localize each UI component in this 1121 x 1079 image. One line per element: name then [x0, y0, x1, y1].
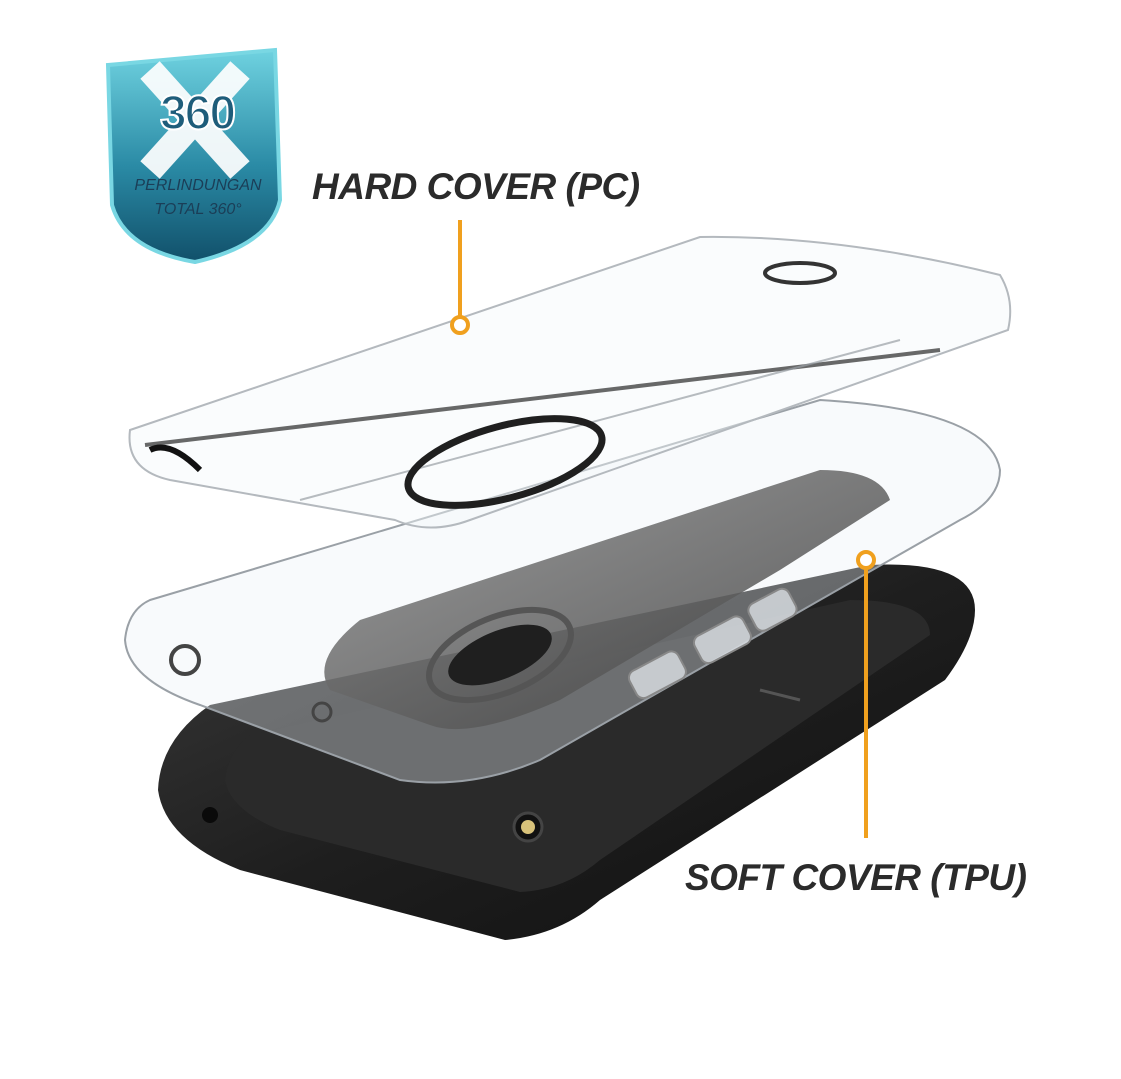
- hard-cover-pointer: [450, 220, 470, 335]
- soft-cover: [123, 398, 1002, 784]
- phone-body: [158, 564, 975, 940]
- badge-number: 360: [159, 86, 237, 141]
- hard-cover-label: HARD COVER (PC): [312, 166, 640, 207]
- soft-cover-label: SOFT COVER (TPU): [685, 857, 1027, 898]
- soft-cover-side-buttons: [627, 587, 798, 700]
- headphone-jack: [202, 807, 218, 823]
- cross-icon: [140, 61, 250, 179]
- soft-cover-camera-cutout: [426, 606, 574, 704]
- hard-cover: [128, 235, 1012, 529]
- camera-lens: [512, 811, 544, 843]
- badge-line2: TOTAL 360°: [154, 201, 242, 218]
- hard-cover-camera-cutout: [404, 415, 606, 509]
- soft-cover-pointer: [856, 550, 876, 838]
- protection-badge: [105, 47, 283, 265]
- badge-line1: PERLINDUNGAN: [134, 177, 262, 194]
